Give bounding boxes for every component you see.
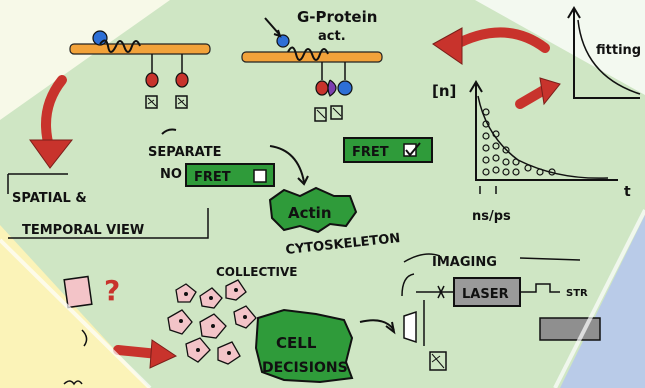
g-protein-red-icon xyxy=(145,72,159,88)
top-left-corner-panel xyxy=(0,0,170,120)
cell-nuclei xyxy=(179,288,247,355)
ligand-blue-icon xyxy=(276,34,290,48)
red-arrow-up-right-icon xyxy=(515,85,549,109)
receptor-illustration-1 xyxy=(69,30,211,109)
g-protein-label: G-Protein xyxy=(297,8,377,26)
spatial-bracket xyxy=(7,173,68,194)
ns-ps-label: ns/ps xyxy=(472,209,511,224)
cell-decisions-blob xyxy=(254,308,354,384)
fret-check-icon xyxy=(405,142,421,157)
transmembrane-helices xyxy=(99,39,141,53)
transmembrane-helices xyxy=(287,46,329,61)
g-protein-act-label: act. xyxy=(318,29,346,44)
fitting-plot xyxy=(567,6,641,99)
actin-label: Actin xyxy=(288,204,332,222)
red-arrow-head-icon xyxy=(149,339,178,369)
g-protein-red-icon xyxy=(175,72,189,88)
fluorophore-box-icon xyxy=(314,107,327,122)
red-arrow-left-curve-icon xyxy=(448,27,550,53)
fluorophore-box-icon xyxy=(145,95,158,109)
temporal-view-label: TEMPORAL VIEW xyxy=(22,223,144,238)
pink-note-icon xyxy=(63,275,93,309)
cell-label: CELL xyxy=(276,334,317,352)
actin-blob xyxy=(268,186,358,234)
separate-to-actin-arrow-icon xyxy=(269,145,305,183)
plot-axes xyxy=(475,84,618,181)
photon-count-dots xyxy=(482,108,556,176)
fret-box xyxy=(343,137,433,163)
imaging-label: IMAGING xyxy=(432,255,497,270)
spatial-label: SPATIAL & xyxy=(12,191,87,206)
decay-plot xyxy=(469,80,618,194)
fitting-label: fitting xyxy=(596,43,641,58)
red-arrow-head-icon xyxy=(539,77,561,106)
separate-arrow-icon xyxy=(161,128,177,135)
decisions-label: DECISIONS xyxy=(262,360,348,376)
receptor-illustration-2 xyxy=(241,17,383,122)
spatial-underline xyxy=(8,208,209,239)
no-fret-prefix-label: NO xyxy=(160,167,182,182)
laser-label: LASER xyxy=(462,287,509,302)
no-fret-box xyxy=(185,163,275,187)
camera-box-icon xyxy=(429,351,447,371)
question-mark-label: ? xyxy=(104,274,120,307)
red-arrow-head-icon xyxy=(432,27,463,65)
top-right-corner-panel xyxy=(475,0,645,95)
fitting-axes xyxy=(573,10,640,99)
t-axis-label: t xyxy=(624,184,631,200)
fitting-curve xyxy=(577,19,641,95)
activation-arrow-icon xyxy=(264,17,280,35)
g-protein-blue-icon xyxy=(337,80,353,96)
right-blue-panel xyxy=(560,215,645,388)
objective-lens-icon xyxy=(403,310,417,344)
shutter-icon xyxy=(437,285,445,299)
g-protein-purple-icon xyxy=(327,79,337,97)
no-fret-empty-box-icon xyxy=(253,169,267,183)
fluorophore-box-icon xyxy=(175,95,188,109)
red-arrow-head-icon xyxy=(29,139,74,169)
no-fret-box-label: FRET xyxy=(194,170,231,185)
g-protein-red-icon xyxy=(315,80,329,96)
detector-box xyxy=(539,317,601,341)
str-label: STR xyxy=(566,288,588,299)
separate-label: SEPARATE xyxy=(148,145,221,160)
fluorophore-box-icon xyxy=(330,105,343,120)
n-axis-label: [n] xyxy=(432,82,456,100)
collective-label: COLLECTIVE xyxy=(216,265,297,279)
fret-box-label: FRET xyxy=(352,145,389,160)
